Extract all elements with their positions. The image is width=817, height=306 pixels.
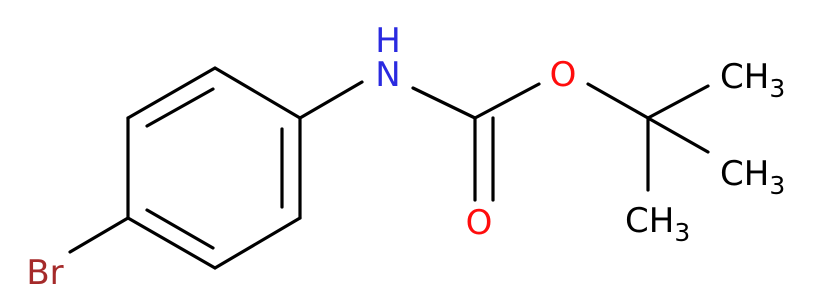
ester-oxygen-label: O (550, 55, 577, 95)
bond-ring-to-bromine (68, 216, 130, 254)
bond-tbutyl-to-methyl-2 (646, 116, 710, 154)
bond-carbonyl-to-ester-oxygen (473, 82, 541, 120)
bond-ring-to-nitrogen (298, 80, 364, 120)
methyl-1-subscript: 3 (769, 74, 785, 103)
bromine-label: Br (26, 253, 63, 293)
bond-ring-inner-top (145, 87, 215, 128)
methyl-2-subscript: 3 (769, 171, 785, 200)
bond-ring-inner-bottom (145, 208, 215, 250)
bond-nitrogen-to-carbonyl (411, 86, 477, 120)
methyl-1-text: CH (720, 57, 769, 97)
methyl-1-label: CH3 (720, 57, 785, 103)
hydrogen-label: H (375, 21, 401, 61)
bond-ring-c4-c5 (126, 216, 217, 270)
methyl-3-label: CH3 (625, 201, 690, 247)
carbonyl-oxygen-label: O (466, 203, 493, 243)
nitrogen-label: N (375, 55, 400, 95)
bond-ester-oxygen-to-tbutyl (586, 82, 650, 120)
bond-tbutyl-to-methyl-1 (646, 84, 710, 120)
bond-ring-c3-c4 (213, 216, 302, 270)
bonds (68, 66, 710, 270)
atom-labels: H N O O Br CH3 CH3 CH3 (26, 21, 785, 293)
methyl-3-subscript: 3 (674, 218, 690, 247)
bond-ring-c6-c1 (126, 66, 217, 120)
methyl-3-text: CH (625, 201, 674, 241)
methyl-2-text: CH (720, 154, 769, 194)
bond-ring-c1-c2 (213, 66, 302, 120)
methyl-2-label: CH3 (720, 154, 785, 200)
